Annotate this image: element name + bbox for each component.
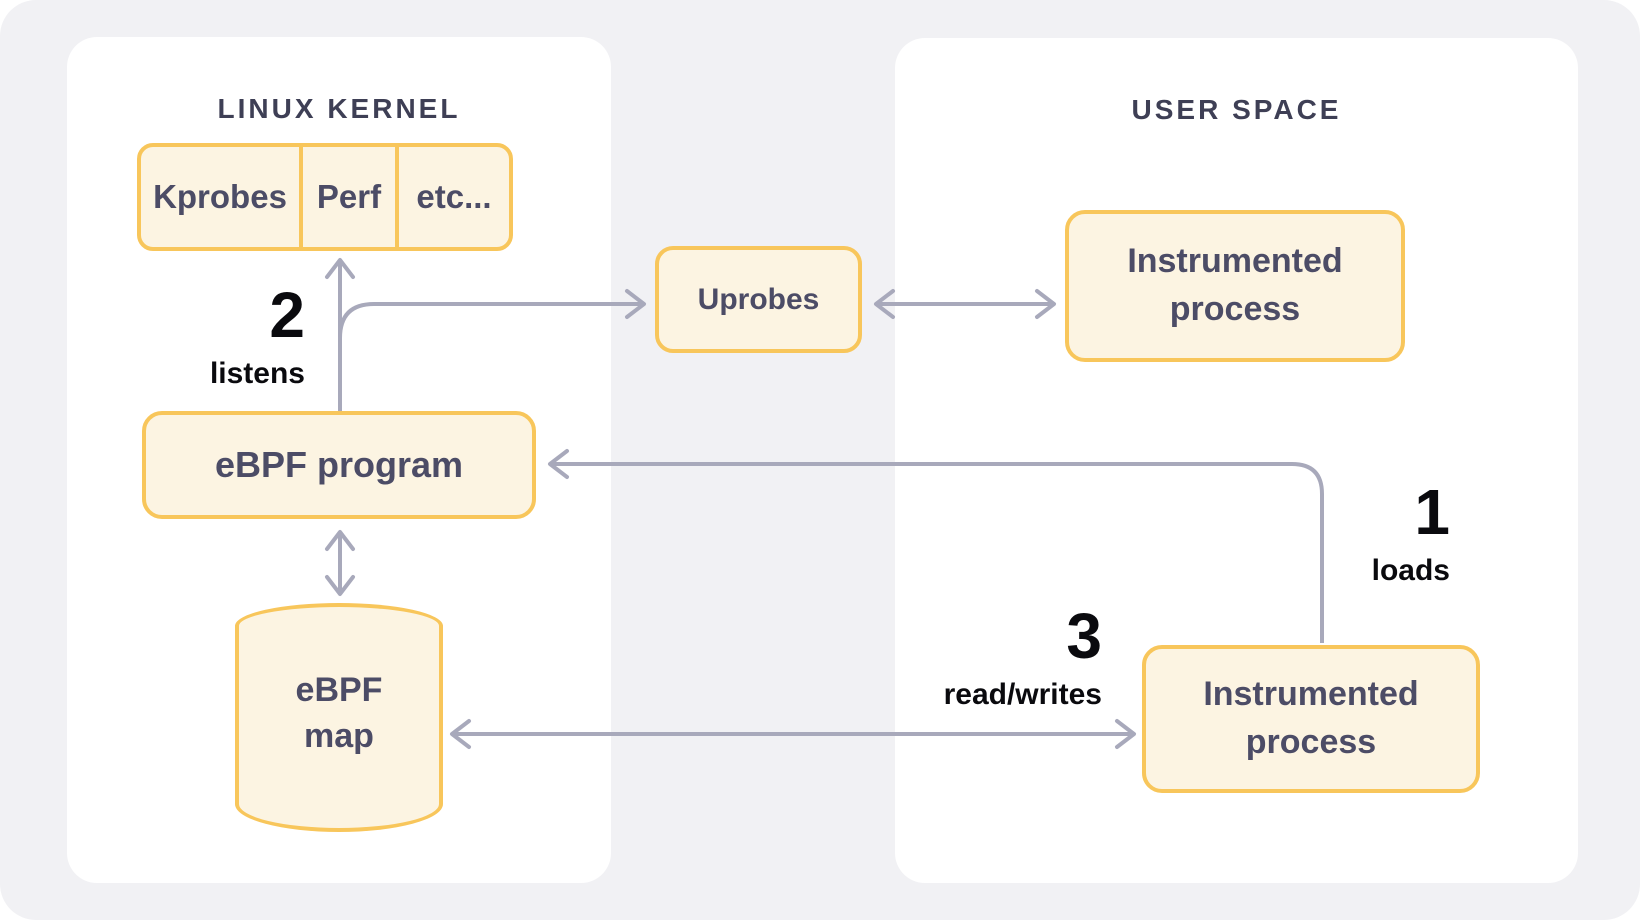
instrumented-bottom-label-line2: process [1245,723,1377,761]
step-1-annotation: 1 loads [1318,480,1450,588]
ebpf-map-label-line1: eBPF [295,671,383,710]
step-2-label: listens [209,357,305,390]
step-2-number: 2 [269,279,305,351]
probe-cell-etc: etc... [416,178,492,215]
ebpf-program-node: eBPF program [142,411,536,519]
ebpf-map-label-line2: map [304,717,374,755]
user-space-title: USER SPACE [1131,94,1342,125]
uprobes-node: Uprobes [655,246,862,353]
linux-kernel-title: LINUX KERNEL [217,93,461,124]
instrumented-process-top-node: Instrumented process [1065,210,1405,362]
instrumented-process-bottom-node: Instrumented process [1142,645,1480,793]
step-1-label: loads [1371,554,1450,587]
step-1-number: 1 [1414,476,1450,548]
probes-row: Kprobes Perf etc... [137,143,513,251]
instrumented-bottom-label-line1: Instrumented [1203,675,1419,714]
step-3-number: 3 [1066,600,1102,672]
probe-cell-perf: Perf [299,147,399,247]
probe-cell-kprobes: Kprobes [153,178,287,215]
ebpf-map-node: eBPF map [235,626,443,832]
step-3-label: read/writes [943,678,1102,711]
instrumented-top-label-line2: process [1169,290,1301,328]
step-3-annotation: 3 read/writes [922,604,1102,712]
instrumented-top-label-line1: Instrumented [1127,242,1343,281]
step-2-annotation: 2 listens [175,283,305,391]
